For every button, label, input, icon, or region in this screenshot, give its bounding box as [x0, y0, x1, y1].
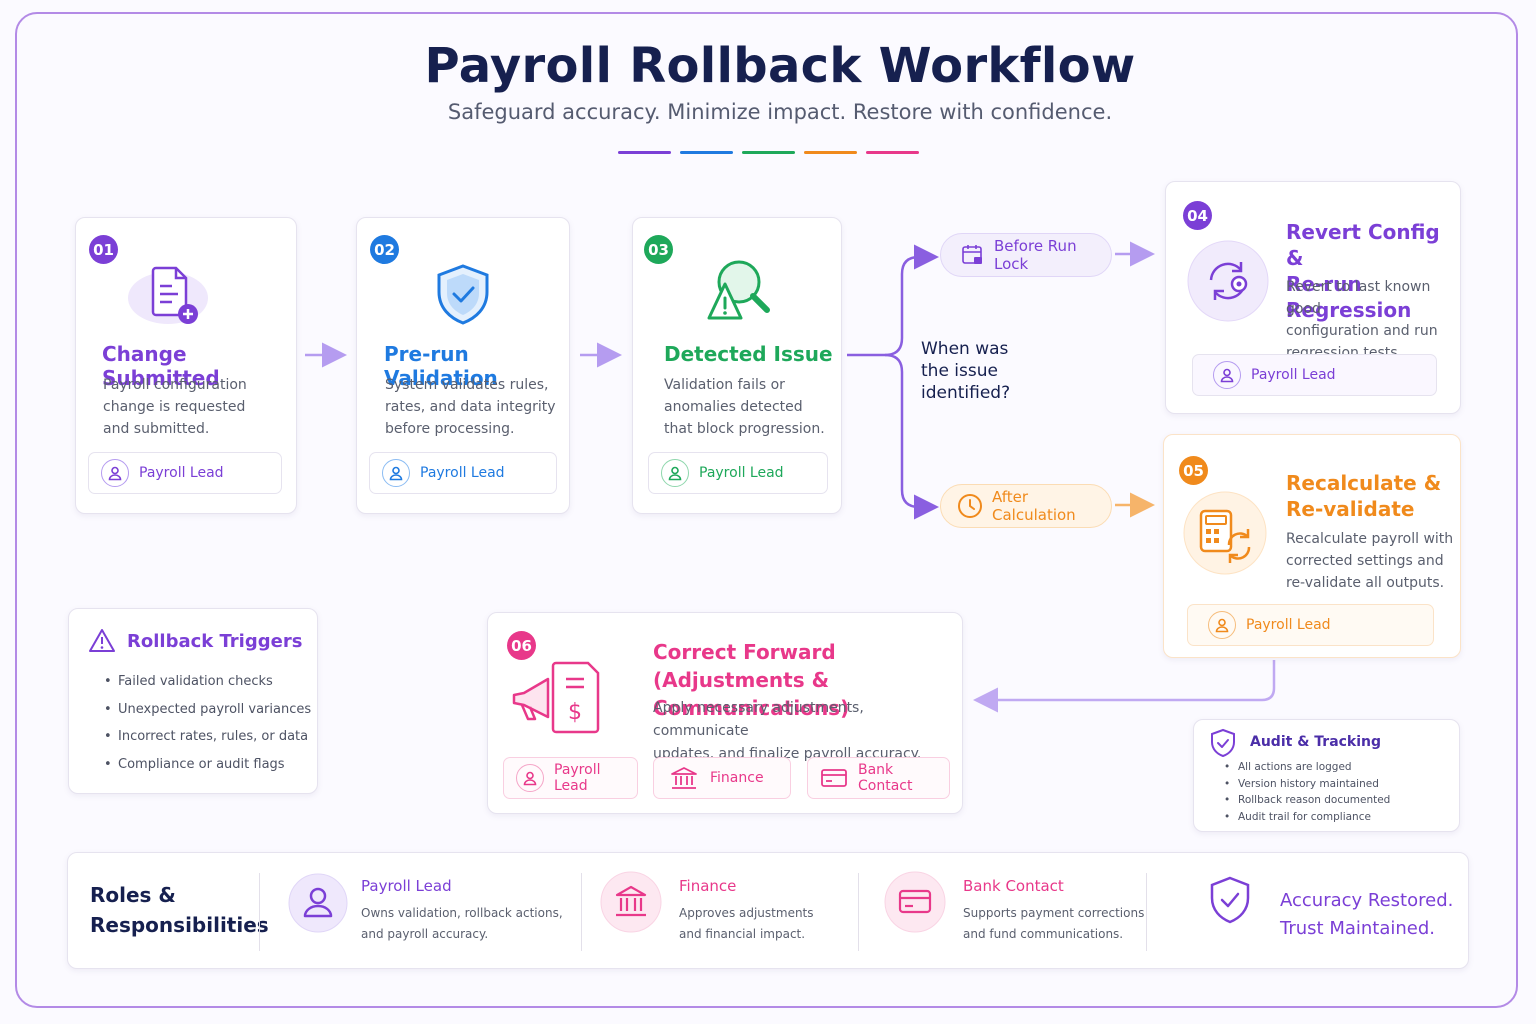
role-name-bank-contact: Bank Contact: [963, 877, 1064, 895]
list-item: Audit trail for compliance: [1224, 809, 1390, 826]
page-subtitle: Safeguard accuracy. Minimize impact. Res…: [447, 100, 1113, 124]
user-icon: [661, 459, 689, 487]
closing-message: Accuracy Restored.Trust Maintained.: [1280, 890, 1454, 939]
role-name-finance: Finance: [679, 877, 737, 895]
audit-tracking-card: Audit & Tracking All actions are logged …: [1193, 719, 1460, 832]
audit-list: All actions are logged Version history m…: [1224, 759, 1390, 825]
divider-pink: [866, 151, 919, 154]
user-icon: [516, 764, 544, 792]
shield-check-icon: [433, 262, 493, 326]
divider: [581, 873, 582, 951]
shield-check-icon: [1209, 728, 1237, 758]
step-title-05: Recalculate &Re-validate: [1286, 471, 1442, 521]
list-item: Version history maintained: [1224, 776, 1390, 793]
megaphone-invoice-icon: $: [508, 659, 608, 735]
user-icon: [382, 459, 410, 487]
step-badge-01: 01: [89, 235, 118, 264]
role-tag-payroll-lead: Payroll Lead: [503, 757, 638, 799]
branch-after-calculation[interactable]: After Calculation: [940, 484, 1112, 528]
step-badge-04: 04: [1183, 201, 1212, 230]
user-icon: [1213, 361, 1241, 389]
divider: [858, 873, 859, 951]
document-plus-icon: [128, 262, 218, 326]
shield-check-icon: [1208, 875, 1252, 925]
step-title-01: Change Submitted: [102, 342, 220, 390]
step-badge-03: 03: [644, 235, 673, 264]
role-tag-payroll-lead: Payroll Lead: [369, 452, 557, 494]
triggers-list: Failed validation checks Unexpected payr…: [104, 668, 311, 778]
step-badge-05: 05: [1179, 456, 1208, 485]
calendar-lock-icon: [961, 244, 985, 266]
step-card-05[interactable]: 05 Recalculate &Re-validate Recalculate …: [1163, 434, 1461, 658]
step-title-04: Revert Config &Re-run Regression: [1286, 220, 1440, 322]
roles-title: Roles &Responsibilities: [90, 883, 269, 937]
list-item: Unexpected payroll variances: [104, 696, 311, 724]
divider: [1146, 873, 1147, 951]
bank-icon: [599, 869, 663, 935]
arrow-05-06: [973, 660, 1276, 713]
list-item: Rollback reason documented: [1224, 792, 1390, 809]
refresh-gear-icon: [1187, 240, 1269, 322]
list-item: Compliance or audit flags: [104, 751, 311, 779]
branch-before-run-lock[interactable]: Before Run Lock: [940, 233, 1112, 277]
magnifier-warning-icon: [699, 258, 775, 324]
page-title: Payroll Rollback Workflow: [424, 38, 1136, 94]
step-card-06[interactable]: 06 $ Correct Forward(Adjustments & Commu…: [487, 612, 963, 814]
step-badge-06: 06: [507, 631, 536, 660]
step-desc-02: System validates rules,rates, and data i…: [385, 377, 556, 437]
step-card-01[interactable]: 01 Change Submitted Payroll configuratio…: [75, 217, 297, 514]
role-tag-bank-contact: Bank Contact: [807, 757, 950, 799]
step-title-03: Detected Issue: [664, 342, 833, 366]
calculator-refresh-icon: [1183, 491, 1267, 575]
role-tag-payroll-lead: Payroll Lead: [1187, 604, 1434, 646]
audit-title: Audit & Tracking: [1250, 734, 1382, 750]
role-desc-payroll-lead: Owns validation, rollback actions,and pa…: [361, 906, 563, 941]
divider-orange: [804, 151, 857, 154]
list-item: Incorrect rates, rules, or data: [104, 723, 311, 751]
user-icon: [288, 871, 348, 935]
triggers-title: Rollback Triggers: [127, 631, 303, 652]
user-icon: [101, 459, 129, 487]
list-item: All actions are logged: [1224, 759, 1390, 776]
role-tag-finance: Finance: [653, 757, 791, 799]
role-tag-payroll-lead: Payroll Lead: [648, 452, 828, 494]
warning-icon: [88, 628, 116, 654]
divider-purple: [618, 151, 671, 154]
role-tag-payroll-lead: Payroll Lead: [1192, 354, 1437, 396]
step-title-02: Pre-run Validation: [384, 342, 498, 390]
card-icon: [883, 869, 947, 935]
step-card-04[interactable]: 04 Revert Config &Re-run Regression Reve…: [1165, 181, 1461, 414]
step-badge-02: 02: [370, 235, 399, 264]
step-card-02[interactable]: 02 Pre-run Validation System validates r…: [356, 217, 570, 514]
step-desc-06: Apply necessary adjustments, communicate…: [653, 700, 922, 762]
bank-icon: [670, 766, 698, 790]
list-item: Failed validation checks: [104, 668, 311, 696]
card-icon: [820, 767, 848, 789]
divider: [259, 873, 260, 951]
roles-responsibilities-bar: Roles &Responsibilities Payroll Lead Own…: [67, 852, 1469, 969]
rollback-triggers-card: Rollback Triggers Failed validation chec…: [68, 608, 318, 794]
branch-before-line: [847, 244, 939, 357]
role-tag-payroll-lead: Payroll Lead: [88, 452, 282, 494]
svg-text:$: $: [568, 700, 582, 725]
divider-green: [742, 151, 795, 154]
step-title-06: Correct Forward(Adjustments & Communicat…: [653, 640, 850, 720]
branch-after-line: [884, 353, 939, 520]
user-icon: [1208, 611, 1236, 639]
divider-blue: [680, 151, 733, 154]
role-name-payroll-lead: Payroll Lead: [361, 877, 452, 895]
clock-icon: [957, 493, 983, 519]
